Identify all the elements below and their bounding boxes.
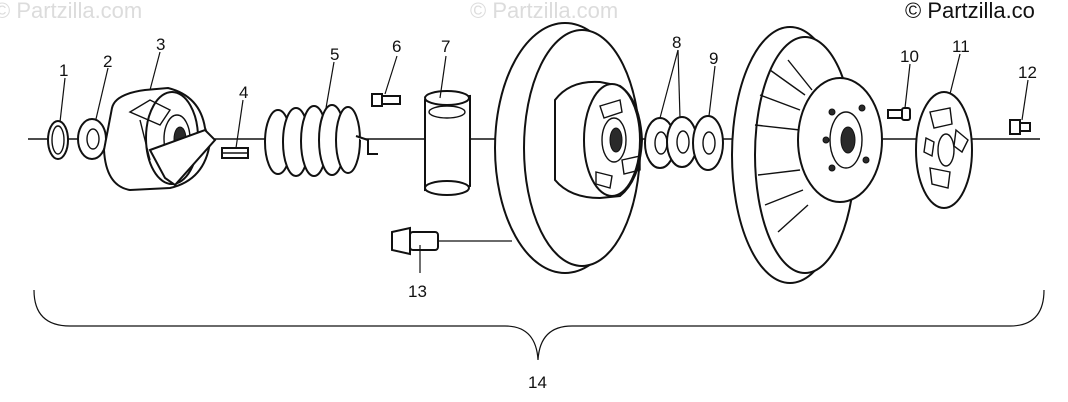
callout-8: 8 — [672, 33, 681, 52]
callout-6: 6 — [392, 37, 401, 56]
assembly-brace — [33, 289, 1045, 361]
part-bolt — [1009, 119, 1031, 135]
callout-13: 13 — [408, 282, 427, 301]
callout-3: 3 — [156, 35, 165, 54]
callout-10: 10 — [900, 47, 919, 66]
part-thrust-washer — [692, 115, 724, 171]
part-bushing-ring — [424, 90, 471, 196]
part-key — [221, 147, 249, 159]
part-cover-plate — [915, 91, 973, 209]
callout-1: 1 — [59, 61, 68, 80]
callout-labels: 1 2 3 4 5 6 7 8 9 10 11 12 13 14 — [59, 33, 1037, 392]
leader-lines — [59, 49, 1029, 273]
callout-2: 2 — [103, 52, 112, 71]
part-snap-ring — [47, 120, 69, 160]
part-sleeve — [391, 226, 439, 256]
callout-5: 5 — [330, 45, 339, 64]
part-spring — [264, 104, 378, 177]
part-spacer-washers — [644, 116, 698, 169]
callout-12: 12 — [1018, 63, 1037, 82]
part-moveable-sheave — [494, 22, 644, 274]
callout-7: 7 — [441, 37, 450, 56]
part-washer — [77, 118, 107, 160]
callout-11: 11 — [952, 37, 970, 56]
copyright-label: © Partzilla.co — [905, 0, 1035, 23]
callout-9: 9 — [709, 49, 718, 68]
watermark-center: © Partzilla.com — [470, 0, 618, 23]
part-helix-cam — [102, 86, 217, 192]
callout-14: 14 — [528, 373, 547, 392]
callout-4: 4 — [239, 83, 248, 102]
part-fixed-sheave — [731, 26, 883, 284]
part-pin — [887, 107, 911, 121]
part-screw — [371, 93, 401, 107]
watermark-left: © Partzilla.com — [0, 0, 142, 23]
